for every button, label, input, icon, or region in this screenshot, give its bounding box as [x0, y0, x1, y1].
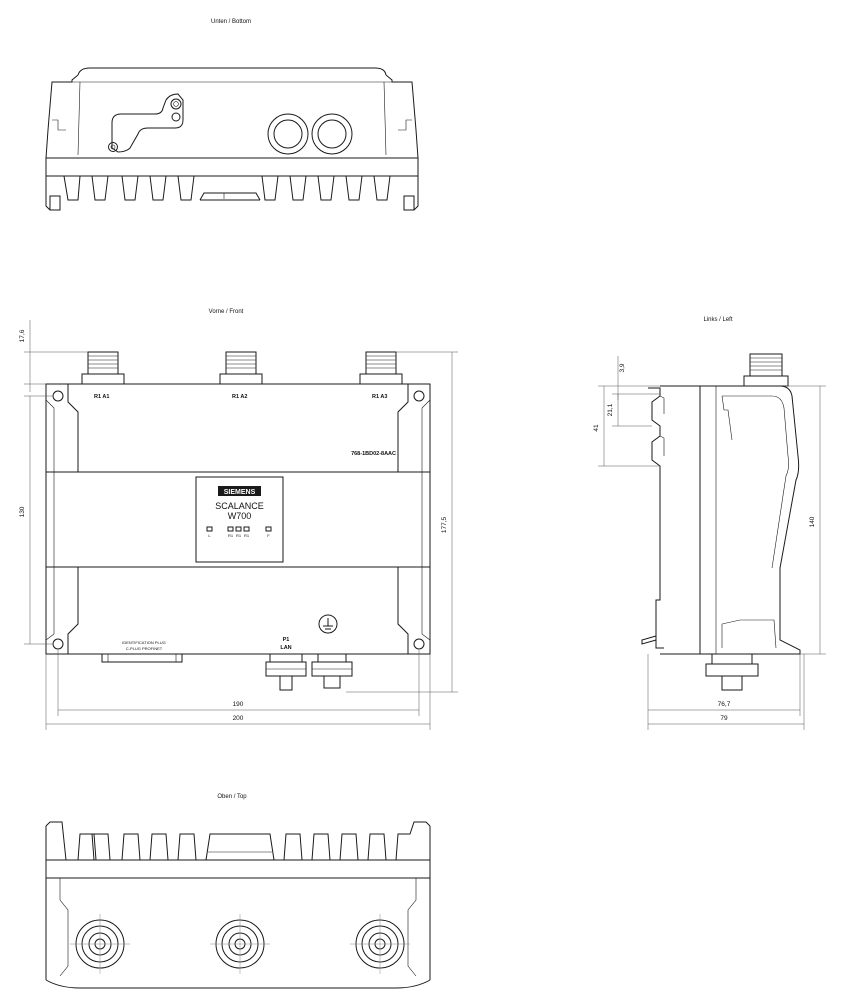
dim-41: 41: [593, 424, 600, 432]
dim-130: 130: [19, 506, 26, 517]
brand-logo-text: SIEMENS: [224, 489, 256, 496]
dim-200: 200: [233, 715, 244, 722]
power-connector: [311, 653, 353, 689]
led-indicator: [227, 526, 234, 532]
bottom-view-title: Unten / Bottom: [211, 19, 251, 25]
bottom-view: [45, 67, 419, 211]
led-label: L: [208, 533, 211, 538]
led-indicator: [265, 526, 272, 532]
dim-177-5: 177,5: [441, 516, 448, 533]
lan-port-connector: [265, 653, 307, 691]
plug-label-1: IDENTIFICATION PLUG: [122, 640, 165, 645]
top-connector-a2: [210, 914, 270, 974]
port-type: LAN: [280, 645, 291, 651]
top-view: [45, 821, 431, 989]
product-label-plate: SIEMENS SCALANCE W700 L R1 R1 R1 F: [195, 476, 284, 563]
order-number: 768-1BD02-8AAC: [351, 451, 396, 457]
led-indicator: [206, 526, 213, 532]
antenna-connector-a3: [359, 351, 403, 385]
front-view-title: Vorne / Front: [209, 309, 244, 315]
dim-190: 190: [233, 701, 244, 708]
top-connector-a3: [350, 914, 410, 974]
antenna-connector-a2: [219, 351, 263, 385]
led-label: R1: [236, 533, 242, 538]
product-name: SCALANCE: [215, 501, 264, 511]
led-indicator: [235, 526, 242, 532]
led-label: R1: [228, 533, 234, 538]
left-view-title: Links / Left: [703, 317, 732, 323]
dim-3-9: 3,9: [619, 363, 626, 372]
antenna-label-a3: R1 A3: [372, 394, 387, 400]
plug-label-2: C-PLUG PROFINET: [126, 646, 163, 651]
port-name: P1: [283, 637, 290, 643]
left-view: [641, 353, 801, 691]
ground-symbol: [318, 614, 338, 634]
top-view-title: Oben / Top: [217, 794, 247, 800]
dim-17-6: 17,6: [19, 329, 26, 342]
identification-plug-slot: [101, 653, 183, 663]
antenna-connector-a1: [81, 351, 125, 385]
dim-79: 79: [720, 715, 728, 722]
product-model: W700: [228, 511, 252, 521]
top-connector-a1: [70, 914, 130, 974]
front-dimensions: 17,6 130 177,5 190 200: [19, 320, 458, 730]
antenna-label-a2: R1 A2: [232, 394, 247, 400]
front-view: R1 A1 R1 A2 R1 A3 768-1BD02-8AAC SIEMENS…: [45, 351, 431, 691]
antenna-label-a1: R1 A1: [94, 394, 109, 400]
brand-logo: [218, 486, 261, 496]
led-indicator: [243, 526, 250, 532]
left-dimensions: 3,9 21,1 41 140 76,7 79: [593, 356, 826, 730]
dim-140: 140: [809, 516, 816, 527]
dim-21-1: 21,1: [607, 403, 614, 416]
led-label: F: [267, 533, 270, 538]
led-label: R1: [244, 533, 250, 538]
dim-76-7: 76,7: [718, 701, 731, 708]
